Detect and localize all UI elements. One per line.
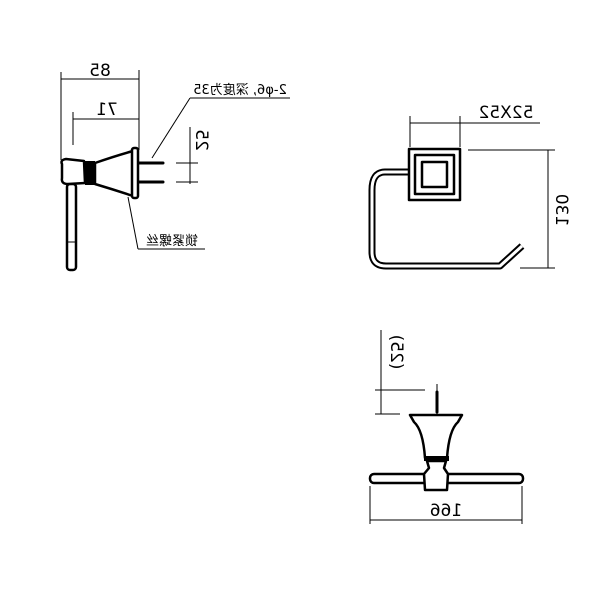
- dim-52x52-label: 52X52: [479, 103, 534, 123]
- dim-25-label: 25: [191, 129, 211, 151]
- dimension-25-paren: (25): [375, 330, 425, 415]
- screw-note: 2-φ6, 深度为35: [151, 82, 290, 159]
- dim-166-label: 166: [430, 501, 462, 521]
- top-view: (25) 166: [368, 330, 525, 524]
- dimension-85: 85: [60, 61, 140, 160]
- holder-top-body: [368, 384, 525, 492]
- dim-71-label: 71: [96, 100, 118, 120]
- dimension-52x52: 52X52: [409, 103, 540, 147]
- set-screw-note-label: 锁紧螺丝: [146, 233, 198, 249]
- dimension-166: 166: [369, 486, 523, 524]
- front-view: 52X52 130: [368, 103, 571, 270]
- holder-front-body: [368, 147, 525, 270]
- dimension-130: 130: [468, 149, 571, 269]
- screw-note-label: 2-φ6, 深度为35: [193, 82, 287, 98]
- side-view: 85 71 2-φ6, 深度为35 25: [60, 61, 290, 272]
- dim-130-label: 130: [551, 194, 571, 226]
- dim-25-paren-label: (25): [386, 335, 406, 370]
- dimension-25: 25: [176, 127, 211, 184]
- set-screw-note: 锁紧螺丝: [127, 196, 205, 250]
- dim-85-label: 85: [89, 61, 111, 81]
- dimension-71: 71: [72, 100, 139, 145]
- holder-side-body: [60, 146, 165, 272]
